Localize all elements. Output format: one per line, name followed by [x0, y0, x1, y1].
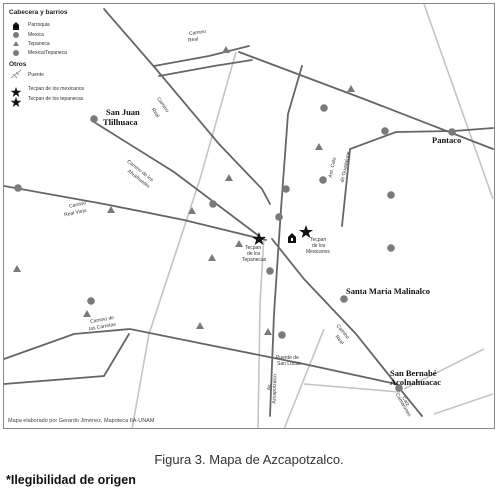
tepaneca-triangle	[83, 310, 91, 317]
mexica-symbols	[14, 104, 456, 392]
place-san-bernabe: San Bernabé	[390, 368, 437, 378]
tecpan-tepanecas-label: de los	[247, 251, 261, 257]
mexica-dot	[319, 176, 327, 184]
mexica-dot	[448, 128, 456, 136]
tepaneca-triangle	[196, 322, 204, 329]
mexica-dot	[387, 244, 395, 252]
legend-item-label: Puente	[28, 72, 44, 78]
camino-real-top-road-2	[158, 59, 253, 77]
tecpan-tepanecas-label: Tepanecas	[242, 257, 267, 263]
tepaneca-symbols	[13, 46, 355, 335]
tepaneca-triangle	[188, 207, 196, 214]
legend-item-label: Mexica/Tepaneca	[28, 50, 67, 56]
tecpan-mexicanos-star-icon	[299, 225, 313, 238]
main-roads	[4, 8, 494, 417]
puente-san-lucas-label: San Lucas	[277, 361, 301, 367]
camino-real-top-road	[153, 45, 250, 67]
parish-icon	[288, 233, 296, 243]
mexica-dot	[282, 185, 290, 193]
place-tlilhuaca: Tlilhuaca	[103, 117, 138, 127]
puente-san-lucas-label: Puente de	[276, 355, 299, 361]
figure-caption: Figura 3. Mapa de Azcapotzalco.	[154, 452, 344, 467]
tepaneca-triangle	[222, 46, 230, 53]
legend-star-icon	[10, 87, 22, 97]
legend-item-label: Parroquia	[28, 22, 50, 28]
mexica-dot	[340, 295, 348, 303]
carretas-road	[4, 328, 397, 385]
map-credit: Mapa elaborado por Gerardo Jiménez, Mapo…	[8, 418, 155, 424]
tepaneca-triangle	[347, 85, 355, 92]
mexica-dot	[275, 213, 283, 221]
mexica-dot	[387, 191, 395, 199]
legend-mexica-tepaneca-icon	[13, 50, 19, 56]
tecpan-symbols	[252, 225, 313, 245]
map-canvas	[4, 4, 494, 428]
mexica-dot	[381, 127, 389, 135]
tecpan-tepanecas-label: Tecpan	[245, 245, 262, 251]
legend-bridge-icon	[10, 69, 22, 79]
legend-symbols	[10, 22, 22, 107]
minor-roads	[131, 4, 494, 428]
tecpan-mexicanos-label: de los	[312, 243, 326, 249]
place-pantaco: Pantaco	[432, 135, 462, 145]
place-san-juan: San Juan	[106, 107, 140, 117]
av-azcapotzalco-road	[269, 65, 303, 417]
mexica-dot	[87, 297, 95, 305]
legend-title: Cabecera y barrios	[9, 9, 68, 16]
tepaneca-triangle	[225, 174, 233, 181]
legend-others-title: Otros	[9, 61, 27, 68]
legend-item-label: Tepaneca	[28, 41, 50, 47]
minor-road-south	[303, 383, 401, 393]
place-acolnahuacac: Acolnahuacac	[390, 377, 441, 387]
ahuehuetes-road	[93, 121, 260, 237]
legend-mexica-icon	[13, 32, 19, 38]
mexica-dot	[14, 184, 22, 192]
legend-item-label: Mexica	[28, 32, 44, 38]
legend-item-label: Tecpan de los tepanecas	[28, 96, 84, 102]
illegibility-note: *Ilegibilidad de origen	[6, 473, 136, 487]
tepaneca-triangle	[107, 206, 115, 213]
minor-road-east	[403, 348, 485, 390]
camino-real-north-road	[103, 8, 271, 205]
legend-tepaneca-icon	[13, 41, 19, 46]
tecpan-mexicanos-label: Tecpan	[310, 237, 327, 243]
minor-road-north-east	[423, 4, 494, 200]
minor-road-corner	[433, 393, 494, 415]
tepaneca-triangle	[208, 254, 216, 261]
place-santa-maria: Santa María Malinalco	[346, 286, 431, 296]
mexica-dot	[320, 104, 328, 112]
mexica-dot	[209, 200, 217, 208]
camino-real-south-road	[271, 238, 423, 417]
legend-item-label: Tecpan de los mexicanos	[28, 86, 85, 92]
tepaneca-triangle	[315, 143, 323, 150]
map-frame: Cabecera y barrios Parroquia Mexica Tepa…	[3, 3, 495, 429]
tepaneca-triangle	[264, 328, 272, 335]
southern-road	[4, 333, 130, 385]
guadalupe-road	[341, 127, 494, 227]
mexica-dot	[266, 267, 274, 275]
real-viejo-road	[4, 185, 267, 241]
road-label-av-azcapotzalco: Azcapotzalco	[271, 374, 279, 404]
mexica-dot	[395, 384, 403, 392]
mexica-dot	[90, 115, 98, 123]
tepaneca-triangle	[13, 265, 21, 272]
minor-road-left-diagonal	[131, 51, 237, 428]
legend-star-icon	[10, 97, 22, 107]
tepaneca-triangle	[235, 240, 243, 247]
minor-road-right-diagonal	[283, 328, 325, 428]
mexica-dot	[278, 331, 286, 339]
tecpan-mexicanos-label: Mexicanos	[306, 249, 330, 255]
legend-parish-icon	[13, 22, 19, 30]
minor-road-center-vertical	[257, 235, 265, 428]
tecpan-tepanecas-star-icon	[252, 232, 266, 245]
